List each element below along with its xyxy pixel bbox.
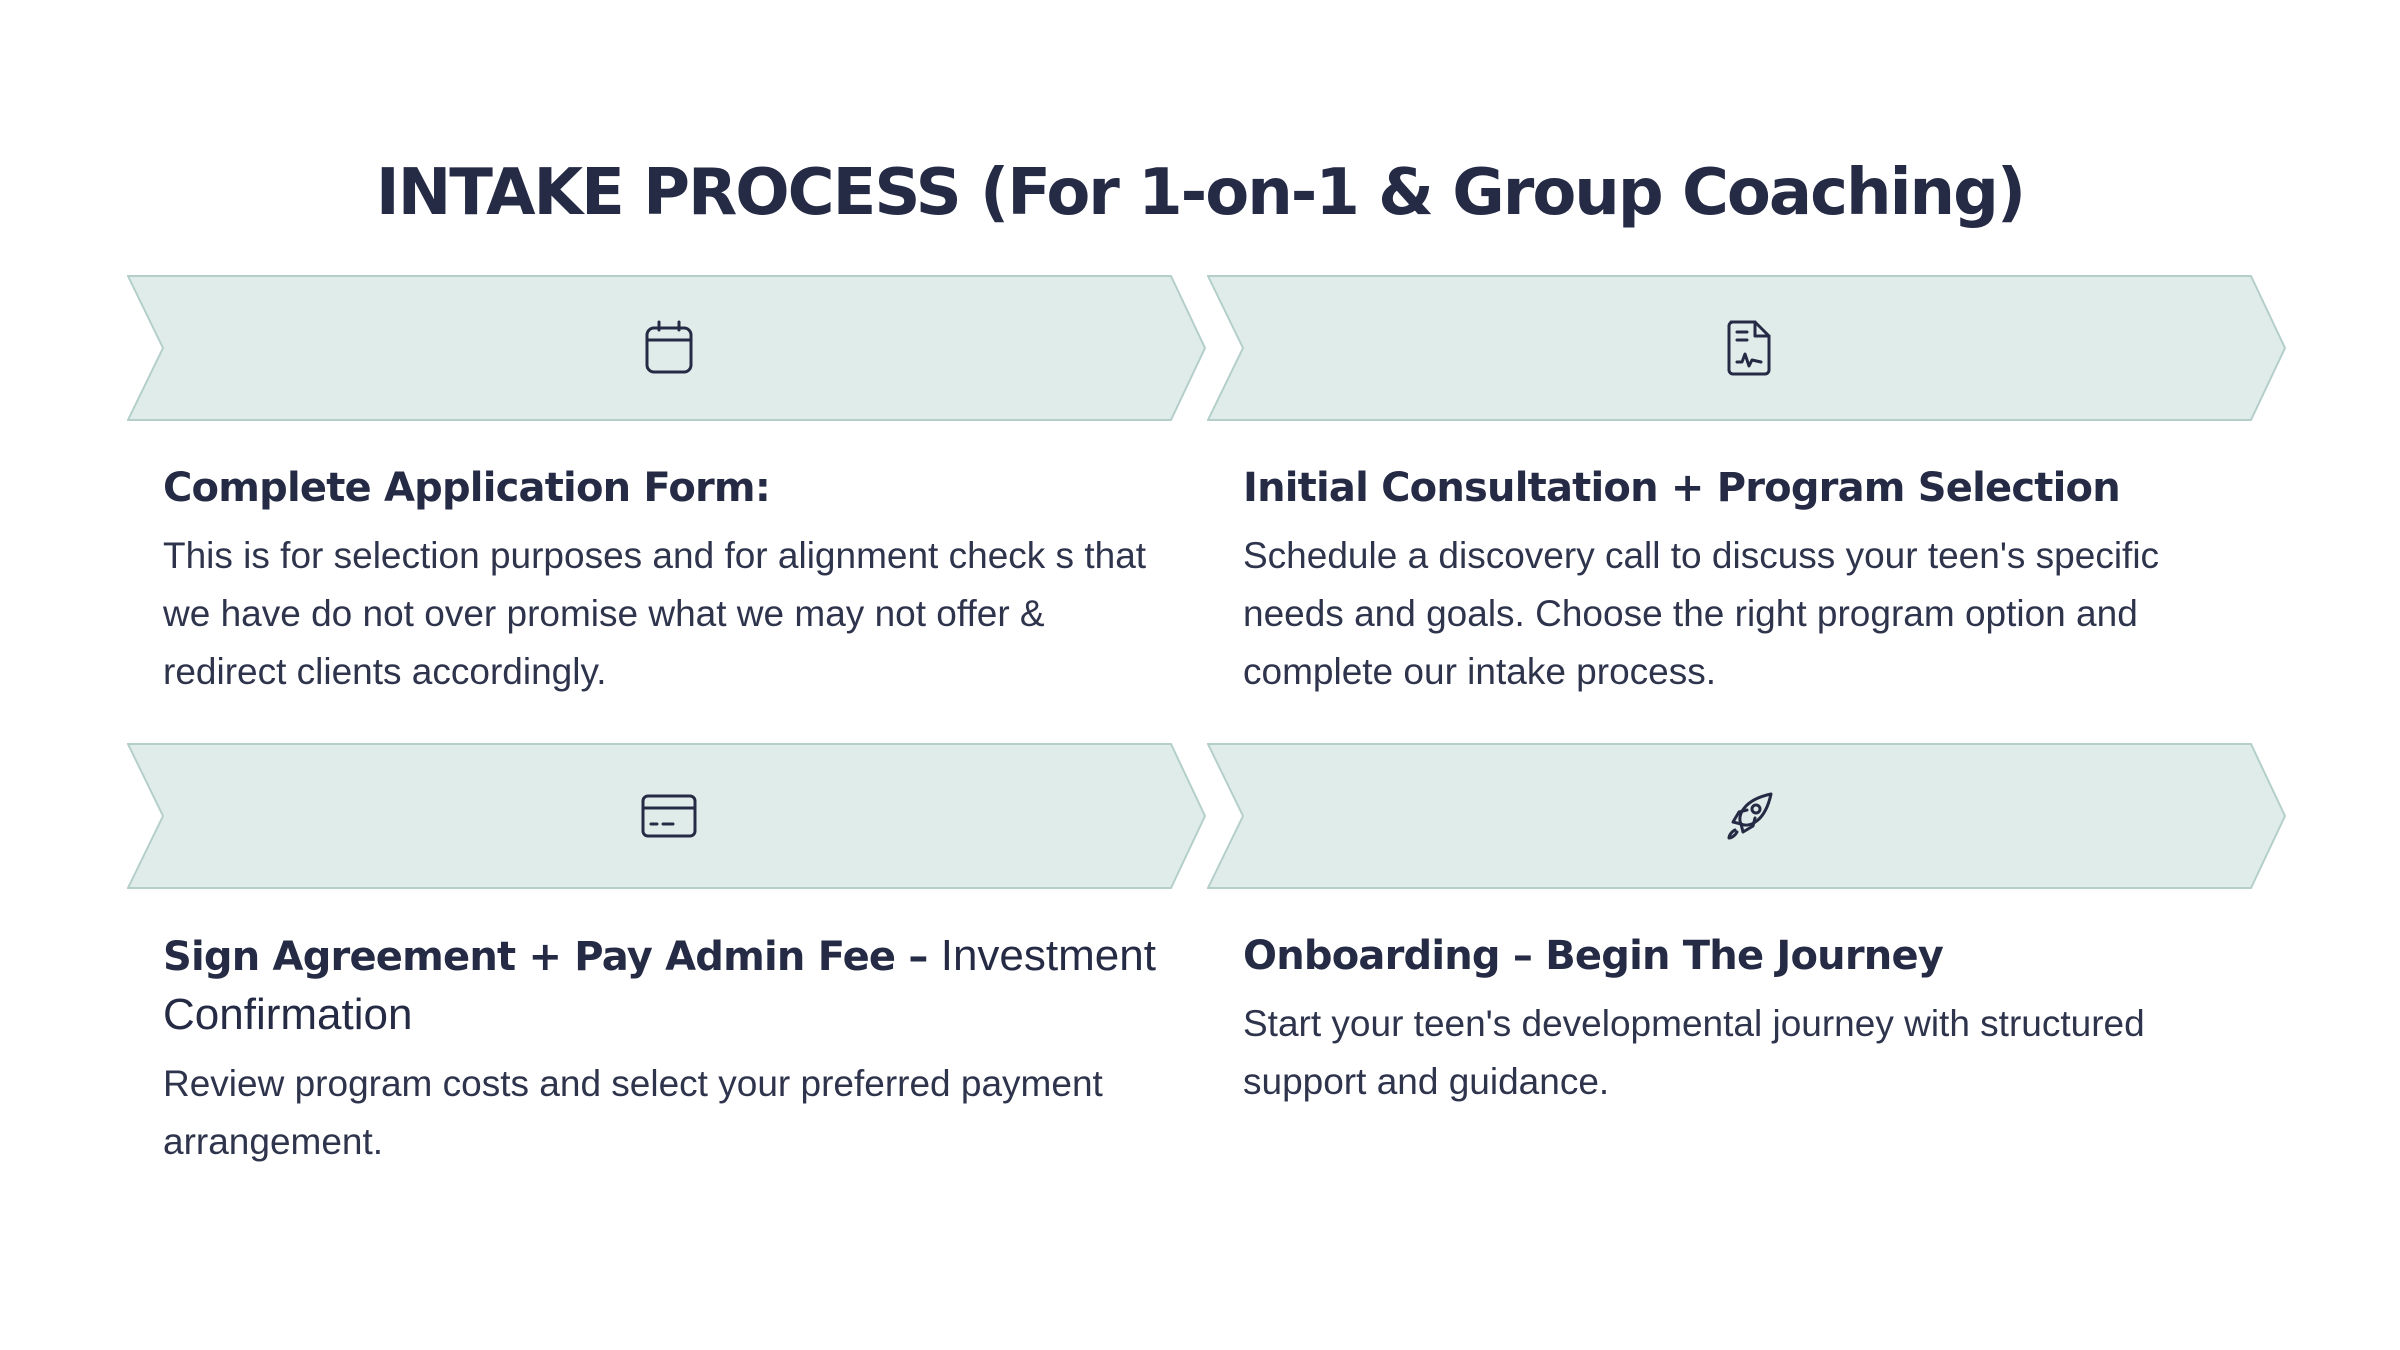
step-complete-application: Complete Application Form: This is for s… <box>127 275 1207 701</box>
step-heading: Sign Agreement + Pay Admin Fee – Investm… <box>163 931 1156 1039</box>
step-description: This is for selection purposes and for a… <box>163 535 1147 692</box>
step-description: Start your teen's developmental journey … <box>1243 1003 2145 1102</box>
step-heading: Complete Application Form: <box>163 465 771 511</box>
step-chevron-banner <box>1207 275 2287 421</box>
document-signature-icon <box>1727 320 1771 376</box>
step-chevron-banner <box>1207 743 2287 889</box>
credit-card-icon <box>641 794 697 838</box>
step-heading-extra: Investment Confirmation <box>163 931 1156 1039</box>
step-description: Review program costs and select your pre… <box>163 1063 1103 1162</box>
step-onboarding: Onboarding – Begin The Journey Start you… <box>1207 743 2287 1111</box>
rocket-icon <box>1727 792 1773 840</box>
calendar-icon <box>645 320 693 374</box>
step-sign-agreement: Sign Agreement + Pay Admin Fee – Investm… <box>127 743 1207 1171</box>
page-title: INTAKE PROCESS (For 1-on-1 & Group Coach… <box>375 156 2026 230</box>
step-description: Schedule a discovery call to discuss you… <box>1243 535 2160 692</box>
step-chevron-banner <box>127 743 1207 889</box>
step-heading: Initial Consultation + Program Selection <box>1243 465 2121 511</box>
step-initial-consultation: Initial Consultation + Program Selection… <box>1207 275 2287 701</box>
step-heading: Onboarding – Begin The Journey <box>1243 933 1944 979</box>
step-chevron-banner <box>127 275 1207 421</box>
